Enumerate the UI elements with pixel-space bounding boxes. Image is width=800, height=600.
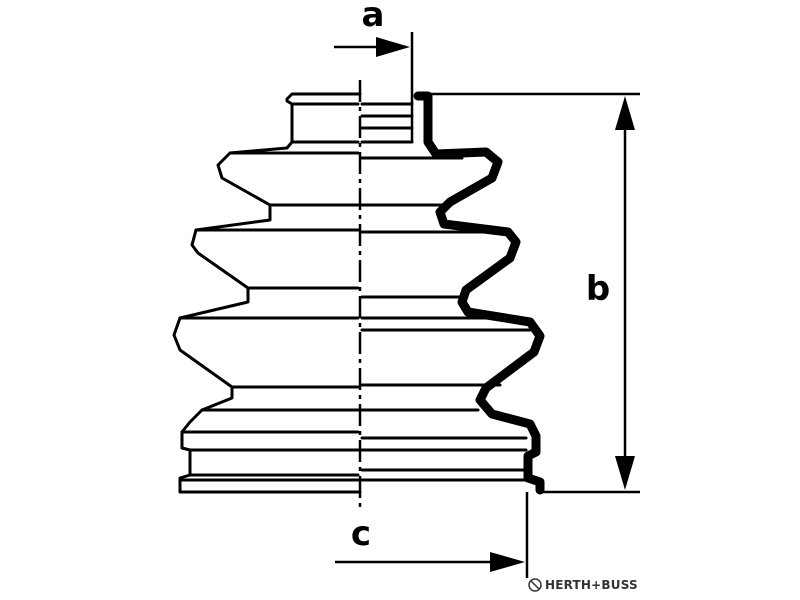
- boot-right-section: [413, 91, 545, 495]
- dimension-b: b: [586, 96, 635, 490]
- dimension-label-b: b: [586, 269, 610, 309]
- dimension-c: c: [335, 492, 529, 578]
- dimension-label-c: c: [351, 514, 371, 554]
- brand-text: HERTH+BUSS: [545, 578, 638, 592]
- herth-buss-logo-icon: [528, 578, 542, 592]
- dimension-label-a: a: [362, 0, 385, 35]
- brand-watermark: HERTH+BUSS: [528, 578, 638, 592]
- boot-right-bands: [360, 102, 532, 482]
- boot-left-bands: [178, 102, 360, 482]
- dimension-a: a: [334, 0, 414, 142]
- extension-lines: [428, 92, 640, 494]
